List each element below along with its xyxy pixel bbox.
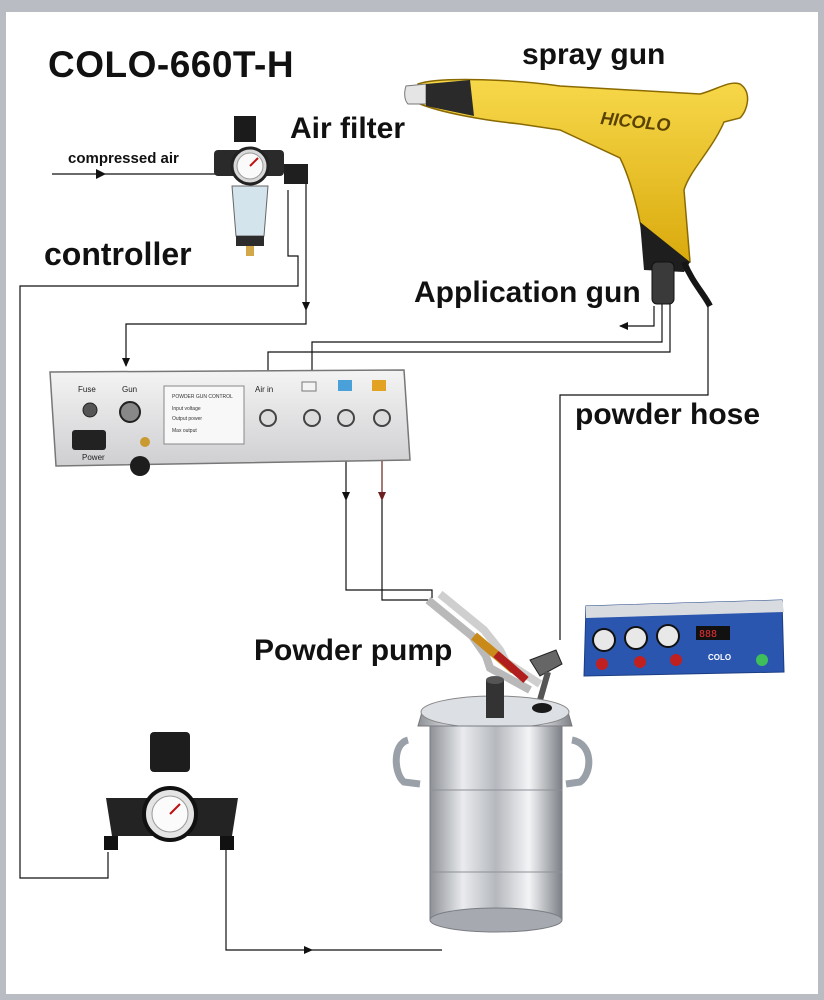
controller-label: controller <box>44 236 192 272</box>
gun-air-line <box>619 306 655 330</box>
compressed-air-label: compressed air <box>68 150 179 167</box>
regulator-to-pump-line <box>225 846 313 954</box>
air-filter-image <box>214 116 308 256</box>
powder-pump-label: Powder pump <box>254 634 453 667</box>
panel-air-in-label: Air in <box>255 385 273 394</box>
diagram-title: COLO-660T-H <box>48 44 295 85</box>
panel-gun-label: Gun <box>122 385 137 394</box>
panel-fuse-label: Fuse <box>78 385 96 394</box>
control-unit-image: POWDER GUN CONTROL Input voltage Output … <box>49 369 411 476</box>
powder-hose-line <box>559 306 709 640</box>
svg-text:POWDER GUN CONTROL: POWDER GUN CONTROL <box>172 394 233 400</box>
svg-text:888: 888 <box>699 629 717 640</box>
compressed-air-arrow <box>96 169 106 179</box>
powder-hopper-image <box>392 676 593 933</box>
spray-gun-label: spray gun <box>522 38 666 71</box>
spray-gun-image: HICOLO <box>404 78 749 308</box>
air-filter-label: Air filter <box>290 112 406 145</box>
filter-to-controller-line <box>19 190 299 879</box>
svg-text:Output power: Output power <box>172 416 202 422</box>
panel-power-label: Power <box>82 453 105 462</box>
blue-controller-image: 888 COLO <box>583 599 785 677</box>
application-gun-label: Application gun <box>414 276 641 309</box>
svg-text:Max output: Max output <box>172 428 197 434</box>
powder-hose-label: powder hose <box>575 398 761 431</box>
svg-text:Input voltage: Input voltage <box>172 406 201 412</box>
pressure-regulator-image <box>104 732 238 850</box>
machine-brand-text: COLO <box>708 653 731 662</box>
application-gun-image <box>425 590 563 701</box>
